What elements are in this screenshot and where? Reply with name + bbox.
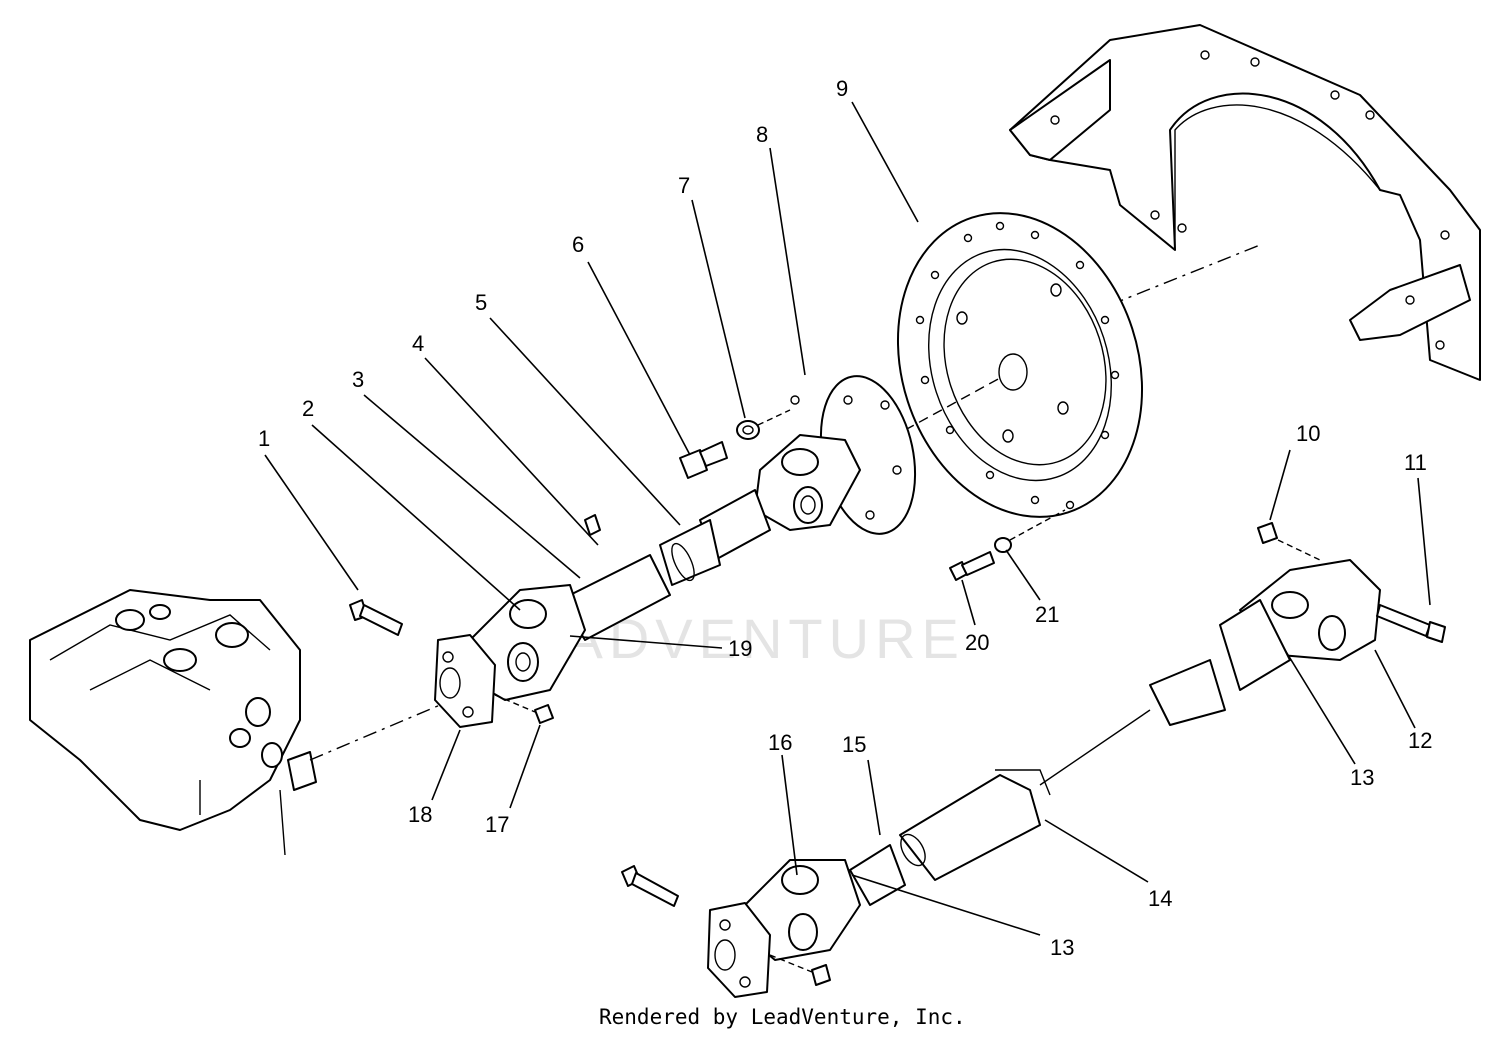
callout-10: 10 bbox=[1296, 421, 1320, 446]
bolt-20-washer-21 bbox=[949, 509, 1066, 581]
callout-19: 19 bbox=[728, 636, 752, 661]
callout-11: 11 bbox=[1404, 450, 1427, 475]
callout-13b: 13 bbox=[1050, 935, 1074, 960]
engine-bracket bbox=[1009, 24, 1481, 381]
callout-labels: 1 2 3 4 5 6 7 8 9 10 11 12 13 14 15 16 1… bbox=[258, 76, 1432, 960]
callout-2: 2 bbox=[302, 396, 314, 421]
bolt-1-nut-17 bbox=[349, 599, 554, 724]
callout-15: 15 bbox=[842, 732, 866, 757]
flywheel-plate bbox=[896, 212, 1144, 518]
callout-13a: 13 bbox=[1350, 765, 1374, 790]
callout-21: 21 bbox=[1035, 602, 1059, 627]
callout-17: 17 bbox=[485, 812, 509, 837]
callout-18: 18 bbox=[408, 802, 432, 827]
callout-4: 4 bbox=[412, 331, 424, 356]
callout-16: 16 bbox=[768, 730, 792, 755]
leader-lines bbox=[264, 101, 1431, 936]
callout-1: 1 bbox=[258, 426, 270, 451]
callout-9: 9 bbox=[836, 76, 848, 101]
callout-5: 5 bbox=[475, 290, 487, 315]
callout-6: 6 bbox=[572, 232, 584, 257]
footer-credit: Rendered by LeadVenture, Inc. bbox=[599, 1005, 966, 1029]
callout-12: 12 bbox=[1408, 728, 1432, 753]
callout-20: 20 bbox=[965, 630, 989, 655]
bolt-and-washer bbox=[679, 409, 791, 479]
hydraulic-pump bbox=[29, 589, 441, 856]
callout-3: 3 bbox=[352, 367, 364, 392]
upper-driveshaft bbox=[434, 375, 917, 728]
callout-14: 14 bbox=[1148, 886, 1172, 911]
lower-driveshaft bbox=[621, 522, 1446, 998]
callout-7: 7 bbox=[678, 173, 690, 198]
callout-8: 8 bbox=[756, 122, 768, 147]
